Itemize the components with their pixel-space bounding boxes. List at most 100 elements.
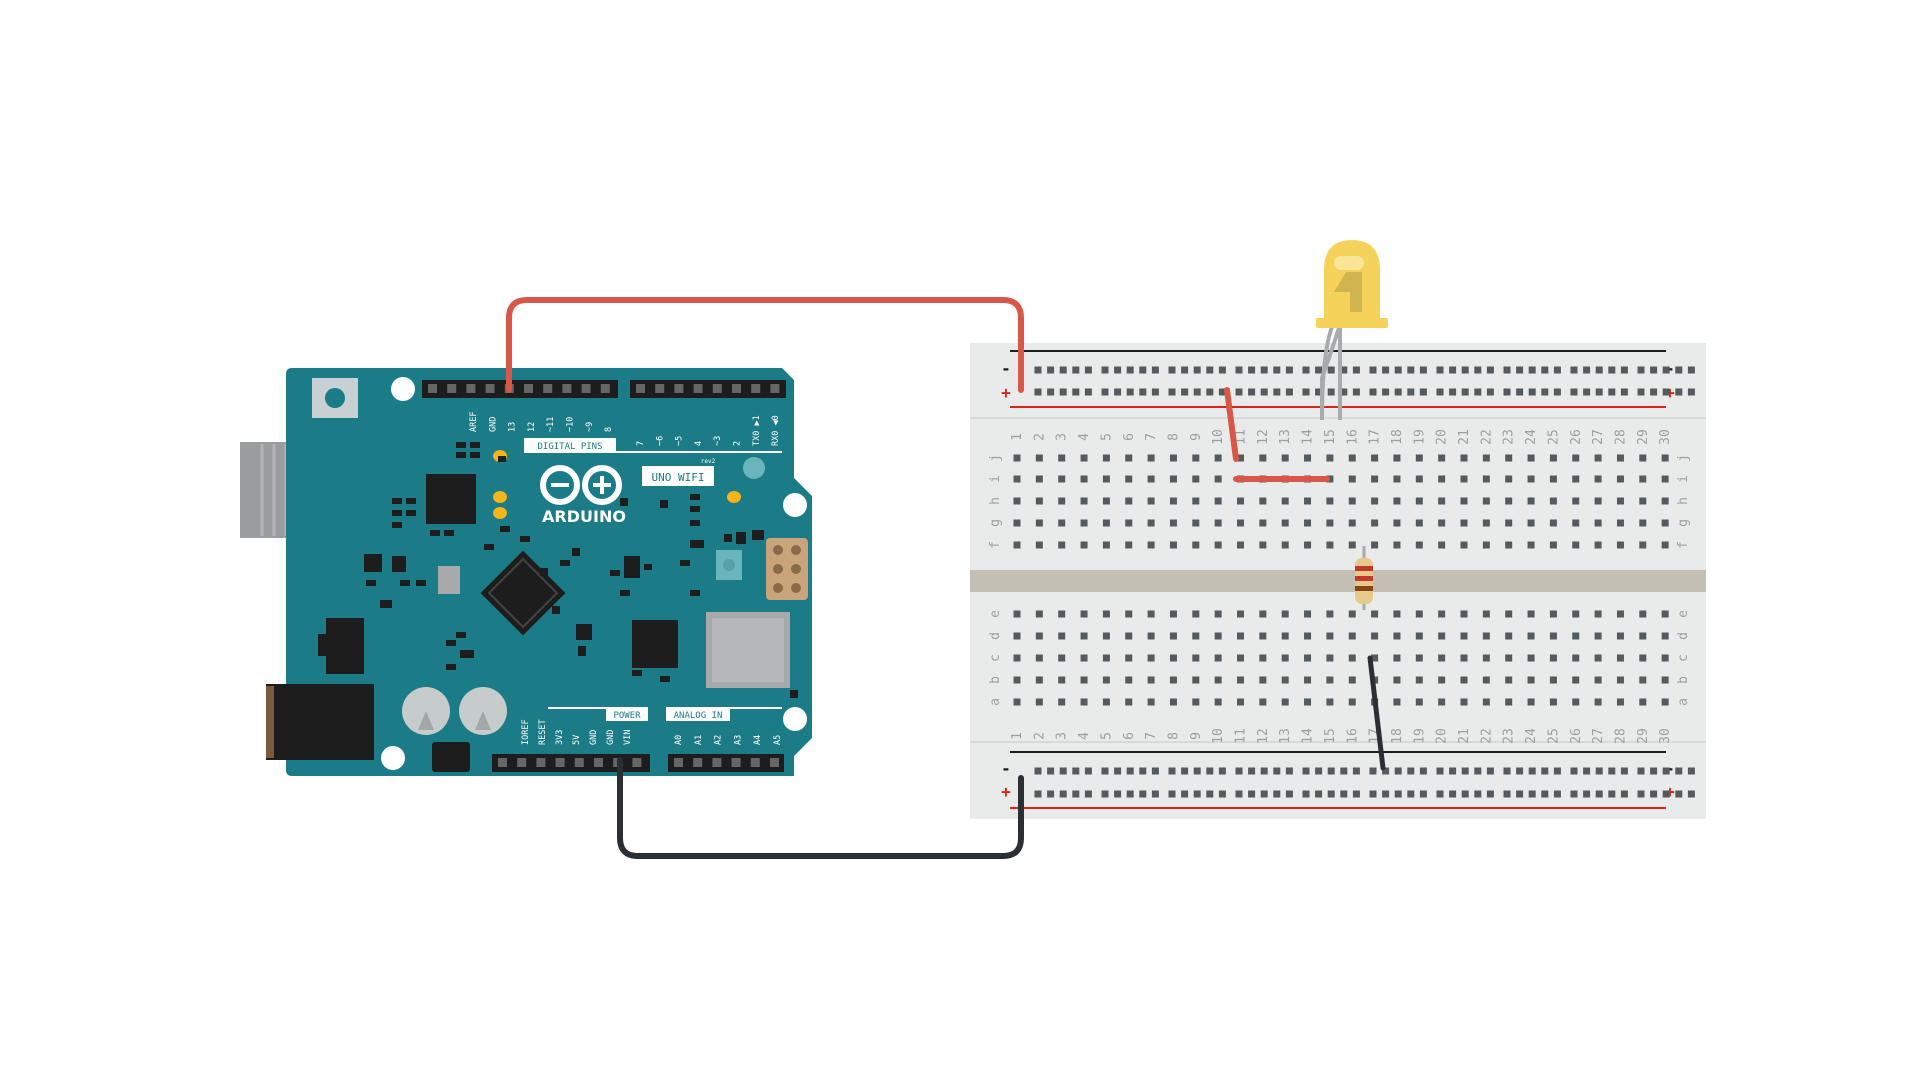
rail-hole [1352, 790, 1360, 798]
breadboard-hole [1348, 698, 1356, 706]
breadboard-hole [1013, 519, 1021, 527]
breadboard-hole [1438, 698, 1446, 706]
rail-hole [1235, 767, 1243, 775]
breadboard-hole [1125, 698, 1133, 706]
column-number: 9 [1189, 732, 1204, 740]
rail-hole [1516, 790, 1524, 798]
rail-hole [1620, 790, 1628, 798]
smd-part [620, 498, 628, 506]
rail-hole [1327, 767, 1335, 775]
column-number: 22 [1479, 429, 1494, 445]
breadboard-hole [1371, 475, 1379, 483]
rail-hole [1675, 790, 1683, 798]
row-letter: j [1676, 454, 1691, 462]
rail-hole [1461, 767, 1469, 775]
rail-hole [1302, 388, 1310, 396]
row-letter: e [988, 610, 1003, 618]
rail-hole [1662, 767, 1670, 775]
header-pin-hole [447, 384, 457, 393]
breadboard-hole [1169, 497, 1177, 505]
rail-hole [1553, 767, 1561, 775]
breadboard-hole [1661, 497, 1669, 505]
breadboard-hole [1393, 454, 1401, 462]
rail-hole [1449, 767, 1457, 775]
breadboard-hole [1393, 541, 1401, 549]
breadboard-hole [1192, 654, 1200, 662]
breadboard-hole [1214, 676, 1222, 684]
breadboard-hole [1013, 632, 1021, 640]
header-pin-label: IOREF [521, 719, 531, 745]
smd-part [456, 442, 466, 448]
rail-hole [1637, 366, 1645, 374]
breadboard-hole [1527, 519, 1535, 527]
rail-hole [1101, 366, 1109, 374]
rail-hole [1687, 366, 1695, 374]
breadboard-hole [1460, 654, 1468, 662]
column-number: 23 [1502, 429, 1517, 445]
rail-hole [1650, 388, 1658, 396]
breadboard-hole [1527, 475, 1535, 483]
breadboard-hole [1482, 654, 1490, 662]
breadboard-hole [1058, 541, 1066, 549]
rail-hole [1461, 388, 1469, 396]
column-number: 13 [1278, 429, 1293, 445]
row-letter: a [988, 698, 1003, 706]
smd-part [576, 624, 592, 640]
rail-hole [1583, 767, 1591, 775]
column-number: 20 [1435, 429, 1450, 445]
breadboard-hole [1013, 497, 1021, 505]
breadboard-hole [1527, 676, 1535, 684]
breadboard-hole [1147, 497, 1155, 505]
rail-hole [1608, 366, 1616, 374]
yellow-led [1316, 240, 1388, 421]
breadboard-hole [1661, 475, 1669, 483]
breadboard-hole [1438, 610, 1446, 618]
rail-hole [1218, 388, 1226, 396]
breadboard-hole [1393, 475, 1401, 483]
rail-hole [1474, 767, 1482, 775]
rail-hole [1235, 366, 1243, 374]
breadboard-hole [1035, 676, 1043, 684]
rail-hole [1218, 366, 1226, 374]
header-pin-hole [674, 758, 683, 767]
smd-part [380, 600, 392, 608]
breadboard-hole [1304, 454, 1312, 462]
rail-hole [1059, 366, 1067, 374]
breadboard-hole [1214, 519, 1222, 527]
breadboard-hole [1505, 676, 1513, 684]
top-plus-symbol-right: + [1665, 383, 1675, 402]
breadboard-hole [1102, 519, 1110, 527]
rail-hole [1059, 767, 1067, 775]
breadboard-hole [1147, 475, 1155, 483]
breadboard-hole [1460, 632, 1468, 640]
breadboard-hole [1482, 676, 1490, 684]
rail-hole [1340, 767, 1348, 775]
breadboard-hole [1482, 610, 1490, 618]
rail-hole [1206, 790, 1214, 798]
breadboard-hole [1080, 475, 1088, 483]
breadboard-hole [1549, 475, 1557, 483]
smd-part [690, 494, 700, 500]
breadboard-hole [1616, 654, 1624, 662]
rail-hole [1650, 366, 1658, 374]
top-minus-symbol-right: - [1665, 359, 1675, 378]
rail-hole [1516, 388, 1524, 396]
icsp-pins [773, 545, 801, 593]
column-number: 1 [1010, 433, 1025, 441]
column-number: 3 [1055, 433, 1070, 441]
smd-part [624, 556, 640, 578]
breadboard-hole [1616, 676, 1624, 684]
rail-hole [1503, 790, 1511, 798]
rail-hole [1394, 366, 1402, 374]
breadboard-hole [1169, 475, 1177, 483]
header-pin-hole [655, 384, 665, 393]
breadboard-hole [1639, 676, 1647, 684]
rail-hole [1168, 388, 1176, 396]
rail-hole [1352, 767, 1360, 775]
breadboard-hole [1348, 541, 1356, 549]
breadboard-hole [1438, 454, 1446, 462]
rail-hole [1595, 388, 1603, 396]
column-number: 21 [1457, 429, 1472, 445]
